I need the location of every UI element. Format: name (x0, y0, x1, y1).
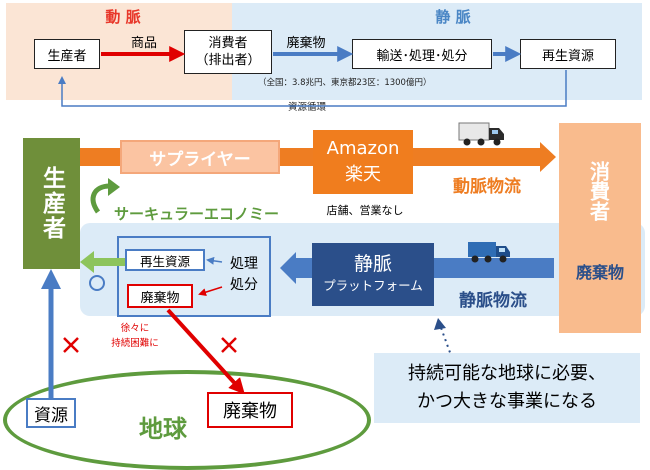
circular-curve-arrow (90, 183, 111, 214)
consumer-waste-label: 廃棄物 (575, 263, 624, 282)
unsustainable-text: 持続困難に (111, 338, 159, 349)
gradually-text: 徐々に (120, 323, 150, 334)
recycled-resources-box: 再生資源 (125, 249, 205, 271)
consumer-text: 消費者 (586, 161, 611, 221)
consumer-block (559, 123, 641, 333)
venous-platform-box: 静脈 プラットフォーム (312, 243, 434, 306)
garbage-truck-icon (466, 238, 512, 264)
inner-waste-box: 廃棄物 (127, 284, 193, 308)
processing-text: 処理 (230, 256, 258, 272)
recycled-to-producer-arrow (80, 251, 125, 273)
venous-flow-label: 静脈物流 (459, 290, 527, 311)
circular-curve-arrowhead (108, 178, 120, 196)
venous-title: 静 脈 (435, 7, 471, 26)
resource-cycle-arrow (58, 70, 567, 107)
arterial-flow-label: 動脈物流 (453, 176, 521, 197)
top-consumer-box: 消費者 （排出者） (184, 30, 272, 74)
arterial-title: 動 脈 (105, 7, 141, 26)
delivery-truck-icon (458, 121, 506, 147)
waste-to-earth-arrow (166, 308, 245, 395)
top-producer-box: 生産者 (34, 39, 100, 69)
consumer-label: 消費者 (584, 145, 614, 237)
shop-note: 店舗、営業なし (326, 204, 404, 217)
amazon-label: Amazon (326, 138, 400, 159)
producer-block: 生産者 (23, 138, 80, 269)
goods-label: 商品 (130, 35, 157, 51)
resources-box: 資源 (26, 398, 76, 428)
earth-label: 地球 (139, 414, 187, 443)
earth-waste-box: 廃棄物 (207, 392, 293, 428)
processing-label: 処理 処分 (222, 252, 266, 298)
supplier-box: サプライヤー (120, 140, 280, 174)
supplier-label: サプライヤー (149, 149, 251, 170)
market-size-note: （全国：3.8兆円、東京都23区：1300億円） (258, 78, 432, 88)
cross-mark-left (63, 337, 79, 353)
top-consumer-label: 消費者 (208, 36, 248, 51)
loop-circle-marker (89, 275, 105, 291)
callout-line-1: 持続可能な地球に必要、 (408, 363, 606, 384)
producer-label: 生産者 (38, 166, 65, 241)
callout-line-2: かつ大きな事業になる (417, 391, 597, 412)
top-recycled-box: 再生資源 (520, 39, 616, 69)
top-waste-label: 廃棄物 (286, 35, 326, 51)
circular-economy-label: サーキュラーエコノミー (114, 205, 280, 223)
top-consumer-sublabel: （排出者） (195, 53, 261, 68)
processing-to-waste-arrow (198, 286, 223, 296)
rakuten-label: 楽天 (345, 164, 381, 185)
gradually-note: 徐々に 持続困難に (98, 320, 172, 352)
disposal-text: 処分 (230, 277, 258, 293)
venous-platform-subtitle: プラットフォーム (323, 277, 423, 293)
processing-to-recycled-arrow (206, 256, 223, 265)
callout-pointer-head (434, 318, 446, 330)
amazon-rakuten-box: Amazon 楽天 (313, 130, 413, 194)
resource-cycle-label: 資源循環 (287, 102, 326, 113)
callout-box: 持続可能な地球に必要、 かつ大きな事業になる (374, 353, 640, 423)
venous-platform-title: 静脈 (353, 252, 392, 275)
transport-box: 輸送･処理･処分 (352, 39, 492, 69)
cross-mark-right (221, 337, 237, 353)
